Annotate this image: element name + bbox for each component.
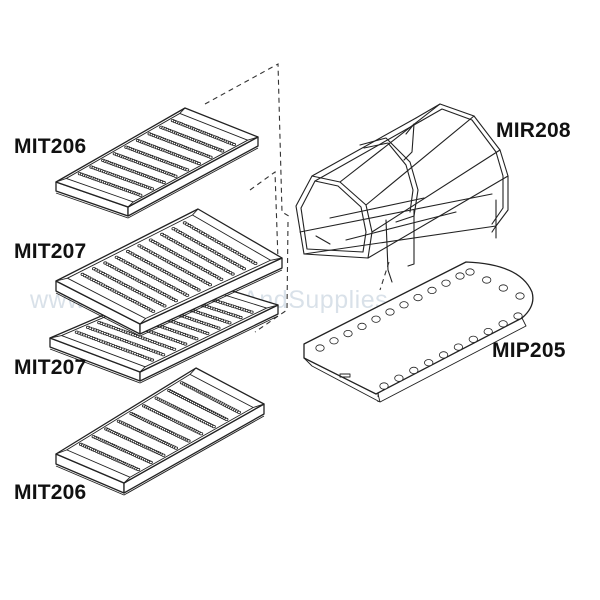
perforation-hole xyxy=(150,187,155,191)
perforation-hole xyxy=(231,142,236,147)
tray-mit206-bottom xyxy=(55,367,265,496)
tray-mit206-top xyxy=(55,107,259,219)
plate-hole xyxy=(438,351,449,359)
label-mit207-lower: MIT207 xyxy=(14,356,87,379)
tray-perforations xyxy=(80,221,258,313)
tray-perforations xyxy=(79,381,241,472)
plate-hole xyxy=(357,322,367,330)
plate-hole xyxy=(371,315,381,323)
perforation-hole xyxy=(148,460,153,464)
perforation-hole xyxy=(253,261,258,265)
plate-hole xyxy=(409,366,419,374)
rack-mir208 xyxy=(295,103,509,283)
perforation-hole xyxy=(219,277,224,281)
perforation-hole xyxy=(205,331,210,335)
perforation-hole xyxy=(238,315,243,320)
perforation-hole xyxy=(207,283,212,287)
plate-hole xyxy=(483,327,493,336)
plate-mip205 xyxy=(303,261,534,403)
plate-hole xyxy=(455,272,465,280)
guide-line-rack-left xyxy=(254,221,289,333)
plate-hole xyxy=(453,343,463,351)
perforation-hole xyxy=(224,417,229,421)
perforation-hole xyxy=(162,304,167,308)
label-mit206-top: MIT206 xyxy=(14,135,87,158)
label-mit206-bottom: MIT206 xyxy=(14,481,87,504)
plate-hole xyxy=(399,301,409,309)
perforation-hole xyxy=(183,342,188,346)
plate-hole xyxy=(379,382,389,390)
perforation-hole xyxy=(199,432,204,436)
perforation-hole xyxy=(230,272,235,276)
perforation-hole xyxy=(216,326,221,330)
perforation-hole xyxy=(151,309,156,313)
perforation-hole xyxy=(185,168,190,172)
perforation-hole xyxy=(241,267,246,271)
label-mit207-upper: MIT207 xyxy=(14,240,87,263)
guide-line-tray-top xyxy=(204,63,293,219)
plate-hole xyxy=(465,268,475,276)
perforation-hole xyxy=(172,347,177,351)
plate-hole xyxy=(424,359,434,367)
plate-hole xyxy=(513,312,523,320)
perforation-hole xyxy=(236,410,241,414)
perforation-hole xyxy=(208,155,213,159)
label-mip205: MIP205 xyxy=(492,339,566,362)
perforation-hole xyxy=(186,439,191,443)
plate-hole xyxy=(329,337,339,345)
plate-hole xyxy=(441,279,451,287)
tray-mit207-upper xyxy=(55,208,283,337)
label-mir208: MIR208 xyxy=(496,119,571,142)
plate-hole xyxy=(498,284,508,292)
plate-hole xyxy=(315,344,325,352)
perforation-hole xyxy=(161,353,166,357)
plate-hole xyxy=(385,308,395,316)
perforation-hole xyxy=(173,446,178,450)
plate-hole xyxy=(413,293,423,302)
tray-perforations xyxy=(77,119,236,197)
perforation-hole xyxy=(161,180,166,185)
perforation-hole xyxy=(136,467,141,472)
perforation-hole xyxy=(173,174,178,178)
perforation-hole xyxy=(161,453,166,457)
perforation-hole xyxy=(185,293,190,297)
plate-hole xyxy=(468,335,478,343)
plate-hole xyxy=(515,292,525,300)
perforation-hole xyxy=(173,298,178,303)
perforation-hole xyxy=(220,149,225,153)
plate-hole xyxy=(498,320,508,328)
perforation-hole xyxy=(138,193,143,197)
perforation-hole xyxy=(249,310,254,314)
perforation-hole xyxy=(150,358,155,362)
perforation-hole xyxy=(211,424,216,429)
plate-hole xyxy=(482,276,492,284)
perforation-hole xyxy=(194,337,199,341)
perforation-hole xyxy=(227,321,232,325)
guide-line-tray-mid xyxy=(249,170,279,261)
plate-hole xyxy=(427,286,437,294)
plate-hole xyxy=(394,374,404,382)
plate-hole xyxy=(343,329,353,338)
perforation-hole xyxy=(196,161,201,166)
plate-holes xyxy=(315,268,525,390)
perforation-hole xyxy=(196,288,201,292)
